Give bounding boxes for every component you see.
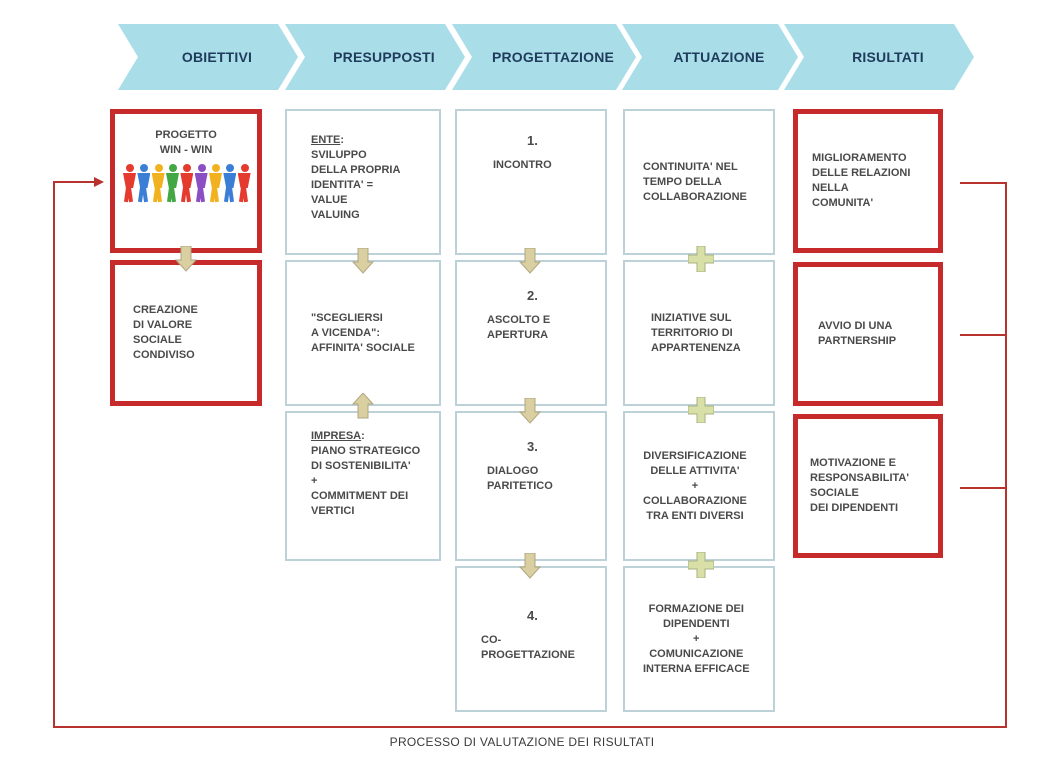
stage-risultati: RISULTATI	[784, 24, 974, 90]
feedback-loop-label: PROCESSO DI VALUTAZIONE DEI RISULTATI	[389, 735, 655, 749]
presupposti-box-impresa: IMPRESA: PIANO STRATEGICO DI SOSTENIBILI…	[285, 411, 441, 561]
attuazione-box-3: DIVERSIFICAZIONE DELLE ATTIVITA' + COLLA…	[623, 411, 775, 561]
plus-icon	[688, 552, 714, 578]
obiettivi-box-win-win-text: PROGETTO WIN - WIN	[155, 129, 217, 156]
stage-presupposti: PRESUPPOSTI	[285, 24, 465, 90]
presupposti-box-ente: ENTE: SVILUPPO DELLA PROPRIA IDENTITA' =…	[285, 109, 441, 255]
impresa-label: IMPRESA	[311, 430, 362, 442]
attuazione-box-2: INIZIATIVE SUL TERRITORIO DI APPARTENENZ…	[623, 260, 775, 406]
risultati-box-relazioni: MIGLIORAMENTO DELLE RELAZIONI NELLA COMU…	[793, 109, 943, 253]
stage-risultati-label: RISULTATI	[852, 49, 924, 65]
plus-icon	[688, 246, 714, 272]
crowd-of-people-icon	[123, 164, 251, 203]
feedback-arrowhead-icon	[94, 177, 104, 187]
plus-icon	[688, 397, 714, 423]
stage-progettazione: PROGETTAZIONE	[452, 24, 636, 90]
attuazione-4-text: FORMAZIONE DEI DIPENDENTI + COMUNICAZION…	[643, 602, 750, 675]
ente-text: SVILUPPO DELLA PROPRIA IDENTITA' = VALUE…	[311, 149, 401, 221]
attuazione-box-1: CONTINUITA' NEL TEMPO DELLA COLLABORAZIO…	[623, 109, 775, 255]
down-arrow-icon	[519, 398, 541, 424]
progettazione-step-3: 3. DIALOGO PARITETICO	[455, 411, 607, 561]
stage-progettazione-label: PROGETTAZIONE	[491, 49, 615, 65]
step-4-text: CO- PROGETTAZIONE	[481, 634, 575, 661]
obiettivi-box-valore-condiviso: CREAZIONE DI VALORE SOCIALE CONDIVISO	[110, 260, 262, 406]
step-3-text: DIALOGO PARITETICO	[487, 465, 553, 492]
presupposti-affinita-text: "SCEGLIERSI A VICENDA": AFFINITA' SOCIAL…	[311, 311, 415, 354]
ente-label: ENTE	[311, 134, 341, 146]
risultati-box-motivazione: MOTIVAZIONE E RESPONSABILITA' SOCIALE DE…	[793, 414, 943, 558]
presupposti-box-affinita: "SCEGLIERSI A VICENDA": AFFINITA' SOCIAL…	[285, 260, 441, 406]
down-arrow-icon	[519, 248, 541, 274]
risultati-box-partnership: AVVIO DI UNA PARTNERSHIP	[793, 262, 943, 406]
risultati-3-text: MOTIVAZIONE E RESPONSABILITA' SOCIALE DE…	[810, 457, 909, 514]
step-1-number: 1.	[527, 133, 538, 148]
risultati-2-text: AVVIO DI UNA PARTNERSHIP	[818, 320, 897, 347]
attuazione-box-4: FORMAZIONE DEI DIPENDENTI + COMUNICAZION…	[623, 566, 775, 712]
stage-attuazione: ATTUAZIONE	[622, 24, 798, 90]
down-arrow-icon	[175, 246, 197, 272]
step-2-text: ASCOLTO E APERTURA	[487, 314, 551, 341]
progettazione-step-2: 2. ASCOLTO E APERTURA	[455, 260, 607, 406]
stage-obiettivi: OBIETTIVI	[118, 24, 298, 90]
step-2-number: 2.	[527, 288, 538, 303]
attuazione-1-text: CONTINUITA' NEL TEMPO DELLA COLLABORAZIO…	[643, 160, 747, 203]
down-arrow-icon	[352, 248, 374, 274]
step-1-text: INCONTRO	[493, 159, 552, 171]
stage-attuazione-label: ATTUAZIONE	[673, 49, 765, 65]
step-4-number: 4.	[527, 608, 538, 623]
attuazione-3-text: DIVERSIFICAZIONE DELLE ATTIVITA' + COLLA…	[643, 449, 747, 522]
step-3-number: 3.	[527, 439, 538, 454]
up-arrow-icon	[352, 393, 374, 419]
progettazione-step-1: 1. INCONTRO	[455, 109, 607, 255]
obiettivi-box-valore-condiviso-text: CREAZIONE DI VALORE SOCIALE CONDIVISO	[133, 304, 198, 361]
stage-obiettivi-label: OBIETTIVI	[181, 49, 253, 65]
obiettivi-box-win-win: PROGETTO WIN - WIN	[110, 109, 262, 253]
impresa-text: PIANO STRATEGICO DI SOSTENIBILITA' + COM…	[311, 445, 421, 517]
ente-colon: :	[340, 134, 345, 146]
impresa-colon: :	[361, 430, 365, 442]
risultati-1-text: MIGLIORAMENTO DELLE RELAZIONI NELLA COMU…	[812, 152, 911, 209]
stage-presupposti-label: PRESUPPOSTI	[333, 49, 435, 65]
down-arrow-icon	[519, 553, 541, 579]
attuazione-2-text: INIZIATIVE SUL TERRITORIO DI APPARTENENZ…	[651, 311, 741, 354]
progettazione-step-4: 4. CO- PROGETTAZIONE	[455, 566, 607, 712]
